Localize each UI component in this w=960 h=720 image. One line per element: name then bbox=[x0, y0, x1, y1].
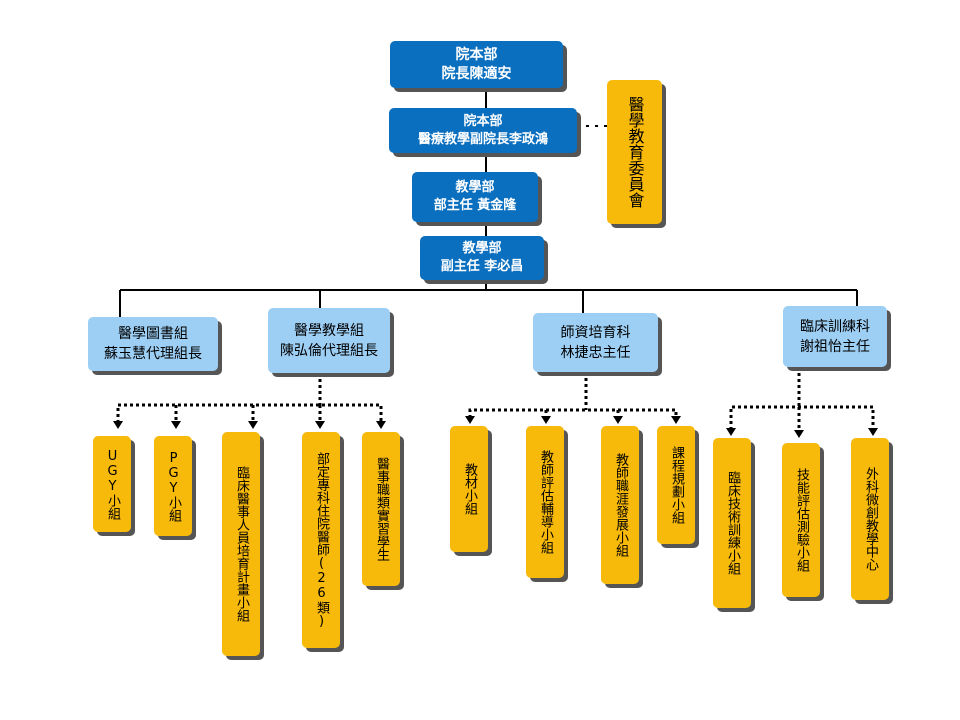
hq-vp-box: 院本部 醫療教學副院長李政鴻 bbox=[389, 108, 577, 153]
division-clinical-box: 臨床訓練科 謝祖怡主任 bbox=[783, 306, 887, 367]
division-teaching-line1: 醫學教學組 bbox=[294, 322, 364, 339]
edu-director-box: 教學部 部主任 黃金隆 bbox=[412, 172, 538, 222]
unit-career-label: 教師職涯發展小組 bbox=[613, 453, 628, 557]
unit-medical-staff-box: 臨床醫事人員培育計畫小組 bbox=[222, 432, 260, 656]
unit-evaluation-label: 教師評估輔導小組 bbox=[538, 450, 553, 554]
unit-clinical-skills-label: 臨床技術訓練小組 bbox=[725, 471, 740, 575]
division-library-line2: 蘇玉慧代理組長 bbox=[104, 346, 202, 362]
unit-medical-staff-label: 臨床醫事人員培育計畫小組 bbox=[234, 466, 249, 622]
unit-skills-assessment-box: 技能評估測驗小組 bbox=[782, 443, 820, 597]
committee-box: 醫學教育委員會 bbox=[607, 80, 662, 224]
hq-president-line2: 院長陳適安 bbox=[441, 65, 512, 82]
unit-interns-box: 醫事職類實習學生 bbox=[362, 432, 400, 586]
committee-label: 醫學教育委員會 bbox=[625, 96, 645, 208]
division-clinical-line1: 臨床訓練科 bbox=[800, 318, 870, 335]
division-faculty-line2: 林捷忠主任 bbox=[560, 344, 631, 361]
unit-materials-label: 教材小組 bbox=[462, 463, 477, 515]
unit-pgy-box: PGY小組 bbox=[154, 436, 192, 536]
hq-vp-line1: 院本部 bbox=[463, 113, 503, 129]
edu-director-line1: 教學部 bbox=[455, 180, 495, 195]
division-library-line1: 醫學圖書組 bbox=[118, 326, 188, 342]
edu-deputy-line2: 副主任 李必昌 bbox=[440, 259, 524, 274]
unit-curriculum-box: 課程規劃小組 bbox=[657, 426, 695, 544]
unit-curriculum-label: 課程規劃小組 bbox=[669, 446, 684, 524]
edu-deputy-box: 教學部 副主任 李必昌 bbox=[420, 236, 544, 280]
unit-pgy-label: PGY小組 bbox=[166, 450, 181, 522]
division-teaching-line2: 陳弘倫代理組長 bbox=[280, 342, 378, 359]
division-faculty-box: 師資培育科 林捷忠主任 bbox=[533, 313, 658, 372]
unit-surgery-center-box: 外科微創教學中心 bbox=[851, 438, 889, 600]
hq-president-box: 院本部 院長陳適安 bbox=[390, 41, 563, 88]
unit-materials-box: 教材小組 bbox=[450, 426, 488, 552]
unit-clinical-skills-box: 臨床技術訓練小組 bbox=[713, 438, 751, 608]
hq-president-line1: 院本部 bbox=[455, 46, 498, 63]
division-clinical-line2: 謝祖怡主任 bbox=[800, 338, 870, 355]
hq-vp-line2: 醫療教學副院長李政鴻 bbox=[417, 131, 548, 147]
unit-career-box: 教師職涯發展小組 bbox=[601, 426, 639, 584]
unit-interns-label: 醫事職類實習學生 bbox=[374, 457, 389, 561]
division-library-box: 醫學圖書組 蘇玉慧代理組長 bbox=[88, 317, 218, 371]
unit-residents-label: 部定專科住院醫師(26類) bbox=[314, 451, 329, 629]
division-faculty-line1: 師資培育科 bbox=[560, 324, 631, 341]
unit-skills-assessment-label: 技能評估測驗小組 bbox=[794, 468, 809, 572]
unit-evaluation-box: 教師評估輔導小組 bbox=[526, 426, 564, 578]
division-teaching-box: 醫學教學組 陳弘倫代理組長 bbox=[268, 308, 390, 373]
edu-deputy-line1: 教學部 bbox=[462, 241, 502, 256]
unit-ugy-box: UGY小組 bbox=[93, 436, 131, 532]
unit-surgery-center-label: 外科微創教學中心 bbox=[863, 467, 878, 571]
unit-residents-box: 部定專科住院醫師(26類) bbox=[302, 432, 340, 648]
edu-director-line2: 部主任 黃金隆 bbox=[433, 198, 517, 213]
unit-ugy-label: UGY小組 bbox=[105, 448, 120, 520]
